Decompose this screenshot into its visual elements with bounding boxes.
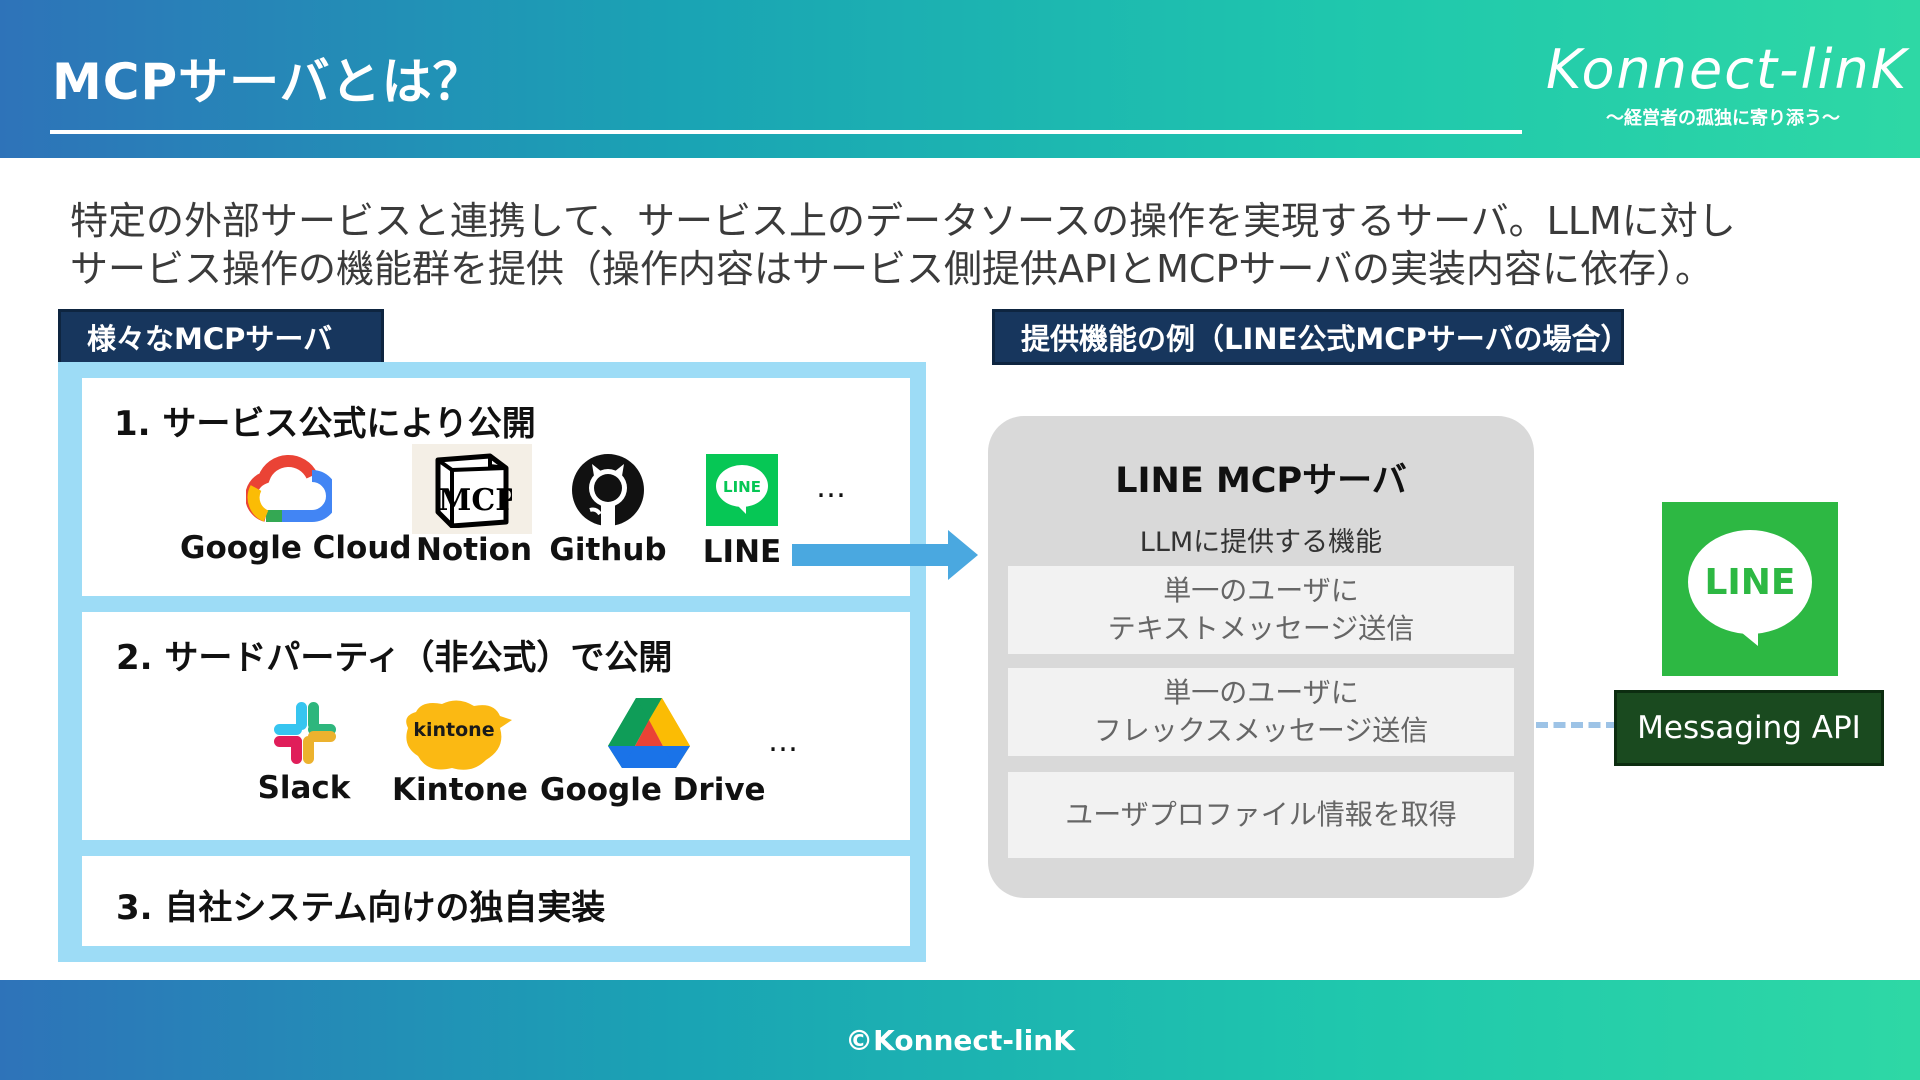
section-tab-feature-example: 提供機能の例（LINE公式MCPサーバの場合） [992,309,1629,365]
category-in-house-box [82,856,910,946]
dashed-connector [1536,722,1618,728]
category-third-party-title: 2. サードパーティ（非公式）で公開 [116,638,673,678]
slack-icon [274,702,336,764]
category-official-title: 1. サービス公式により公開 [114,404,536,444]
line-small-logo-text: LINE [723,478,761,496]
service-label-notion: Notion [415,532,533,568]
title-underline [50,130,1522,134]
footer-bar [0,980,1920,1080]
messaging-api-box: Messaging API [1614,690,1884,766]
more-services-official: … [816,470,846,505]
service-label-google-drive: Google Drive [540,772,766,808]
page-title: MCPサーバとは？ [52,53,484,111]
footer-copyright: ©Konnect-linK [845,1024,1075,1057]
notion-mcp-icon: MCP [435,453,512,528]
service-label-kintone: Kintone [392,772,528,808]
line-large-logo-text: LINE [1704,562,1795,603]
notion-logo-text: MCP [438,483,512,518]
arrow-right-icon [948,530,978,580]
service-label-google-cloud: Google Cloud [180,530,412,566]
features-subtitle: LLMに提供する機能 [1139,527,1383,558]
service-label-github: Github [549,532,667,568]
feature-get-user-profile: ユーザプロファイル情報を取得 [1008,772,1514,858]
more-services-third-party: … [768,724,798,759]
intro-text-line-1: 特定の外部サービスと連携して、サービス上のデータソースの操作を実現するサーバ。L… [70,199,1736,243]
github-icon [572,454,644,526]
kintone-logo-text: kintone [413,719,494,741]
arrow-shaft [792,544,950,566]
feature-1-line-2: テキストメッセージ送信 [1107,612,1415,645]
line-icon-large: LINE [1662,502,1838,676]
feature-3-line-1: ユーザプロファイル情報を取得 [1065,798,1457,831]
line-mcp-server-title: LINE MCPサーバ [1115,461,1407,501]
service-label-slack: Slack [257,770,351,806]
feature-send-flex-message: 単一のユーザに フレックスメッセージ送信 [1008,668,1514,756]
section-tab-various-mcp: 様々なMCPサーバ [58,309,384,365]
google-drive-icon [608,698,690,768]
intro-text-line-2: サービス操作の機能群を提供（操作内容はサービス側提供APIとMCPサーバの実装内… [70,247,1713,291]
google-cloud-icon [246,454,332,522]
feature-1-line-1: 単一のユーザに [1163,574,1359,607]
feature-2-line-1: 単一のユーザに [1163,676,1359,709]
kintone-icon: kintone [406,700,512,770]
feature-2-line-2: フレックスメッセージ送信 [1093,714,1429,747]
feature-send-text-message: 単一のユーザに テキストメッセージ送信 [1008,566,1514,654]
brand-logo: Konnect-linK [1546,38,1909,101]
category-in-house-title: 3. 自社システム向けの独自実装 [116,888,606,928]
line-icon-small: LINE [706,454,778,526]
brand-tagline: 〜経営者の孤独に寄り添う〜 [1606,108,1840,129]
service-label-line: LINE [702,534,782,570]
